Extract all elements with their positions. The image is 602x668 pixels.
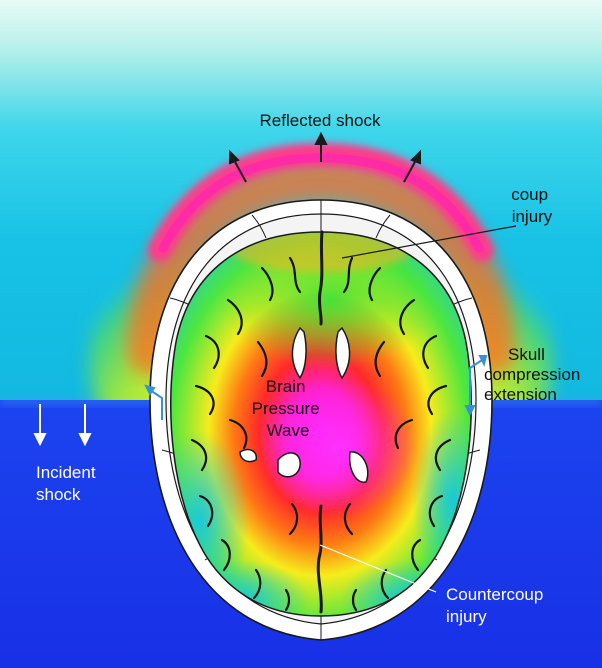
- label-reflected-shock: Reflected shock: [260, 111, 381, 130]
